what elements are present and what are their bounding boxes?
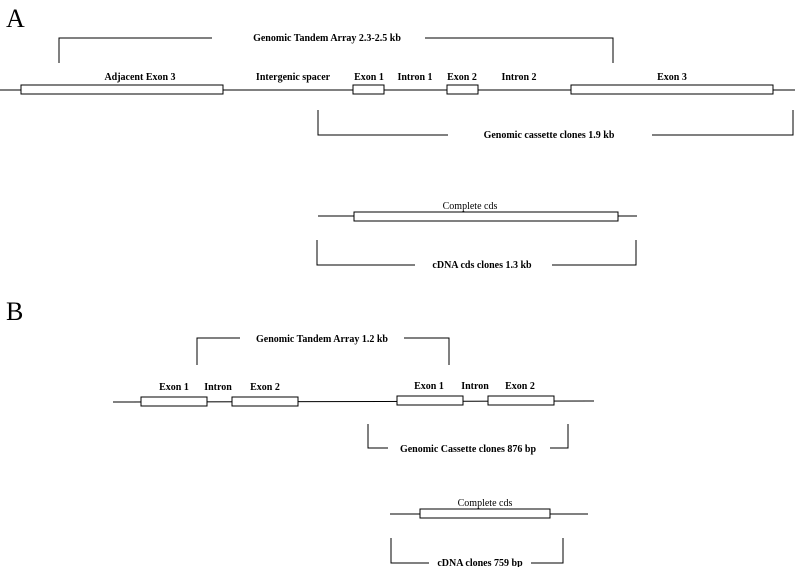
panel-b-exon2-left-box xyxy=(231,396,299,407)
panel-a-exon1-label: Exon 1 xyxy=(354,72,384,83)
panel-b-tandem-bracket-right xyxy=(404,337,450,365)
panel-a-tandem-array-label: Genomic Tandem Array 2.3-2.5 kb xyxy=(253,33,401,44)
panel-b-cdna-bracket-left xyxy=(390,538,429,564)
panel-b-exon1-right-box xyxy=(396,395,464,406)
panel-a-tandem-bracket-right xyxy=(425,37,614,63)
panel-a-intergenic-spacer-label: Intergenic spacer xyxy=(256,72,331,83)
panel-a-cds-box xyxy=(353,211,619,222)
panel-b-intron-right-label: Intron xyxy=(461,381,489,392)
panel-b-cassette-bracket-right xyxy=(550,424,569,449)
panel-b-intron-left-label: Intron xyxy=(204,382,232,393)
panel-b-exon1-left-label: Exon 1 xyxy=(159,382,189,393)
panel-b-exon2-right-label: Exon 2 xyxy=(505,381,535,392)
panel-a-tandem-bracket-left xyxy=(58,37,212,63)
panel-a-cds-label: Complete cds xyxy=(443,201,498,212)
panel-a-cdna-bracket-right xyxy=(552,240,637,266)
panel-a-adjacent-exon3-label: Adjacent Exon 3 xyxy=(104,72,175,83)
panel-b-cdna-label: cDNA clones 759 bp xyxy=(437,558,523,567)
panel-b-cassette-bracket-left xyxy=(367,424,388,449)
panel-b-cds-box xyxy=(419,508,551,519)
panel-a-intron1-label: Intron 1 xyxy=(397,72,432,83)
panel-a-exon1-box xyxy=(352,84,385,95)
panel-b-exon2-left-label: Exon 2 xyxy=(250,382,280,393)
panel-b-cds-label: Complete cds xyxy=(458,498,513,509)
panel-b-exon1-right-label: Exon 1 xyxy=(414,381,444,392)
panel-a-cdna-label: cDNA cds clones 1.3 kb xyxy=(432,260,532,271)
panel-a-cdna-bracket-left xyxy=(316,240,415,266)
panel-a-cassette-bracket-right xyxy=(652,110,794,136)
panel-a-exon3-label: Exon 3 xyxy=(657,72,687,83)
panel-a-cassette-label: Genomic cassette clones 1.9 kb xyxy=(484,130,615,141)
panel-a-exon2-box xyxy=(446,84,479,95)
panel-a-adjacent-exon3-box xyxy=(20,84,224,95)
panel-b-tandem-bracket-left xyxy=(196,337,240,365)
panel-a-exon3-box xyxy=(570,84,774,95)
panel-b-exon2-right-box xyxy=(487,395,555,406)
panel-b-cdna-bracket-right xyxy=(531,538,564,564)
panel-a-cassette-bracket-left xyxy=(317,110,448,136)
panel-b-tandem-array-label: Genomic Tandem Array 1.2 kb xyxy=(256,334,388,345)
panel-a-letter: A xyxy=(6,4,25,33)
panel-a-intron2-label: Intron 2 xyxy=(501,72,536,83)
panel-b-exon1-left-box xyxy=(140,396,208,407)
panel-b-cassette-label: Genomic Cassette clones 876 bp xyxy=(400,444,537,455)
panel-a-exon2-label: Exon 2 xyxy=(447,72,477,83)
panel-b-letter: B xyxy=(6,297,23,326)
